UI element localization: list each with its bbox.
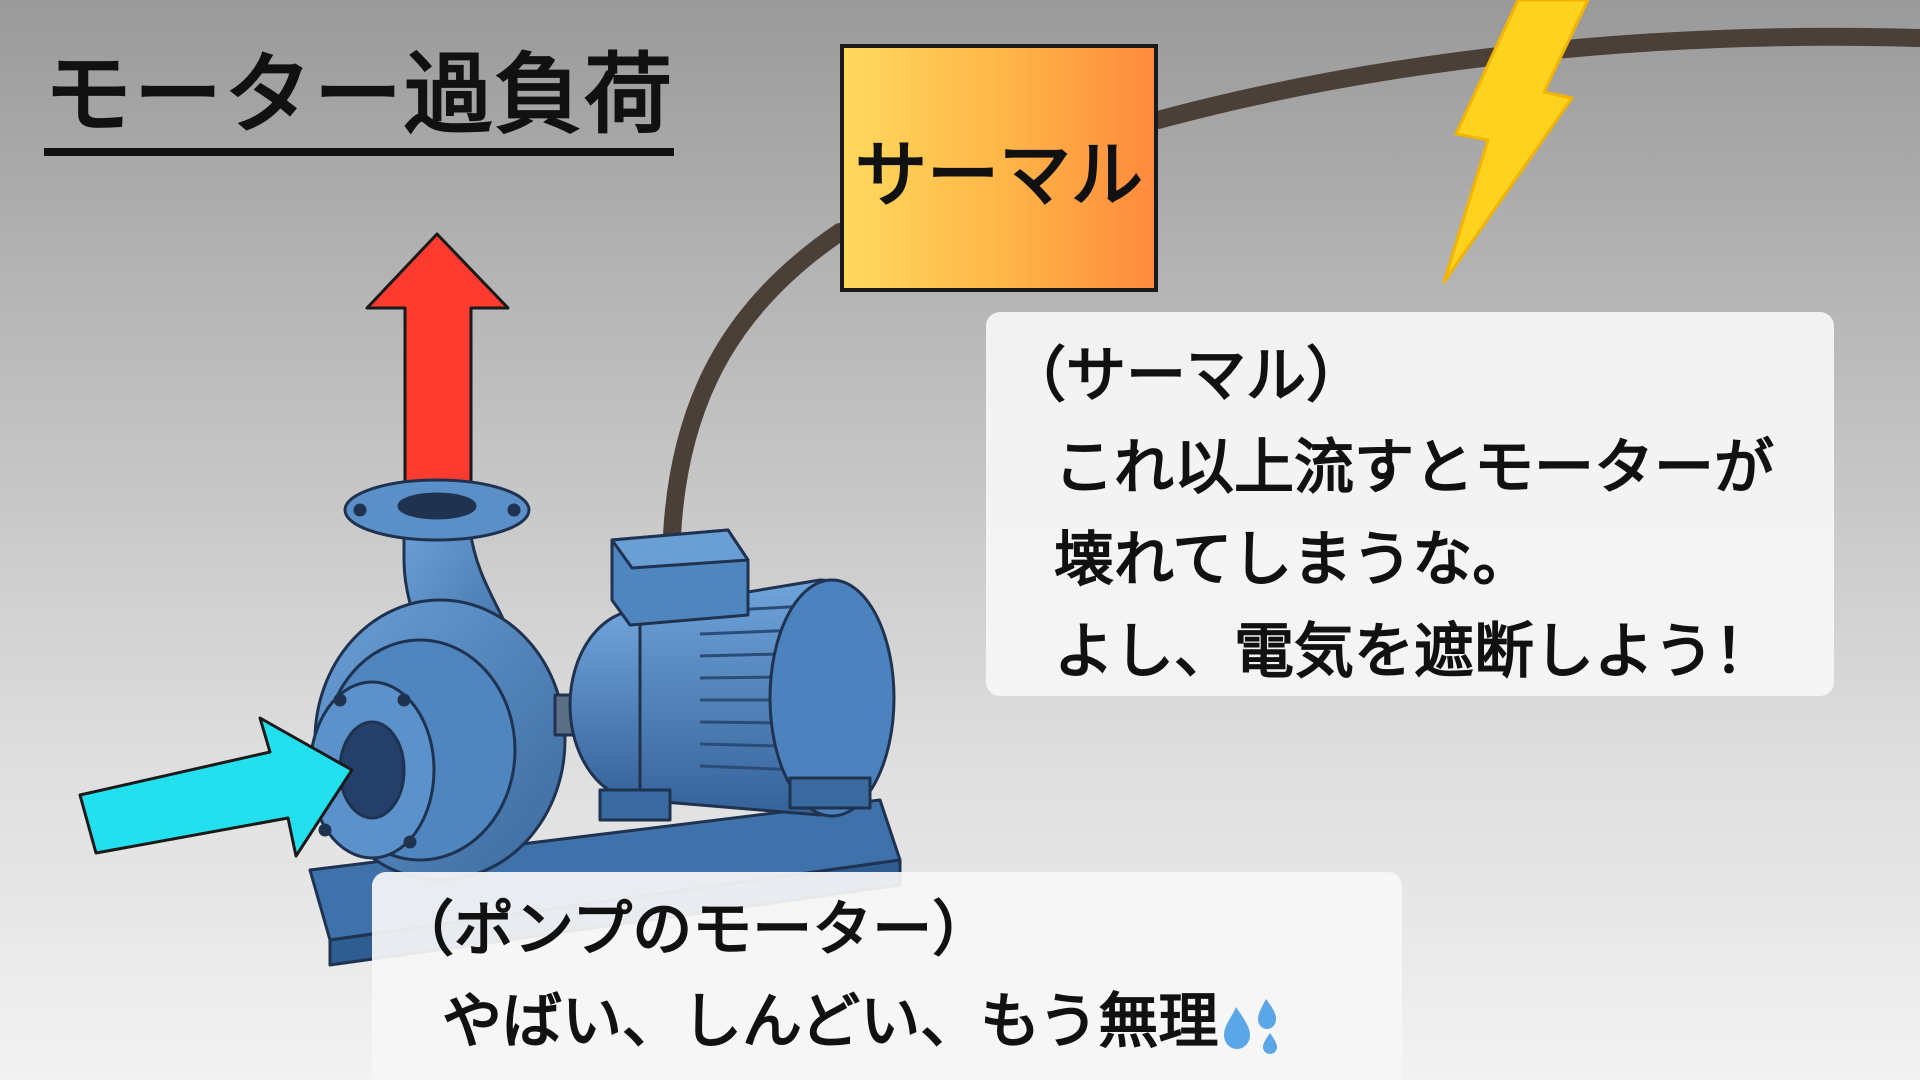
thermal-relay-box: サーマル <box>840 44 1158 292</box>
red-up-arrow-icon <box>365 232 510 492</box>
thermal-speech-bubble: （サーマル） これ以上流すとモーターが 壊れてしまうな。 よし、電気を遮断しよう… <box>986 312 1834 696</box>
lightning-bolt-icon <box>1442 0 1590 284</box>
motor-line-wrapper: やばい、しんどい、もう無理 <box>394 976 1380 1068</box>
motor-end-cap <box>768 578 896 818</box>
motor-foot-right <box>788 776 872 810</box>
motor-terminal-box-lid <box>610 528 750 570</box>
power-cable-to-motor <box>663 223 849 544</box>
thermal-speaker-label: （サーマル） <box>1006 341 1366 411</box>
discharge-flange-opening <box>397 492 477 520</box>
cyan-right-arrow-icon <box>78 716 354 858</box>
thermal-relay-label: サーマル <box>854 132 1143 217</box>
thermal-line-1: これ以上流すとモーターが <box>1054 433 1774 503</box>
thermal-line-3: よし、電気を遮断しよう！ <box>1054 617 1774 687</box>
motor-foot-left <box>598 788 672 822</box>
sweat-drops-icon <box>1224 999 1278 1055</box>
motor-speaker-label: （ポンプのモーター） <box>394 895 993 965</box>
thermal-line-2: 壊れてしまうな。 <box>1054 525 1533 595</box>
page-title: モーター過負荷 <box>44 42 675 156</box>
pump-illustration <box>308 478 902 967</box>
motor-speech-bubble: （ポンプのモーター） やばい、しんどい、もう無理 <box>372 872 1402 1080</box>
motor-line-1: やばい、しんどい、もう無理 <box>442 987 1219 1057</box>
